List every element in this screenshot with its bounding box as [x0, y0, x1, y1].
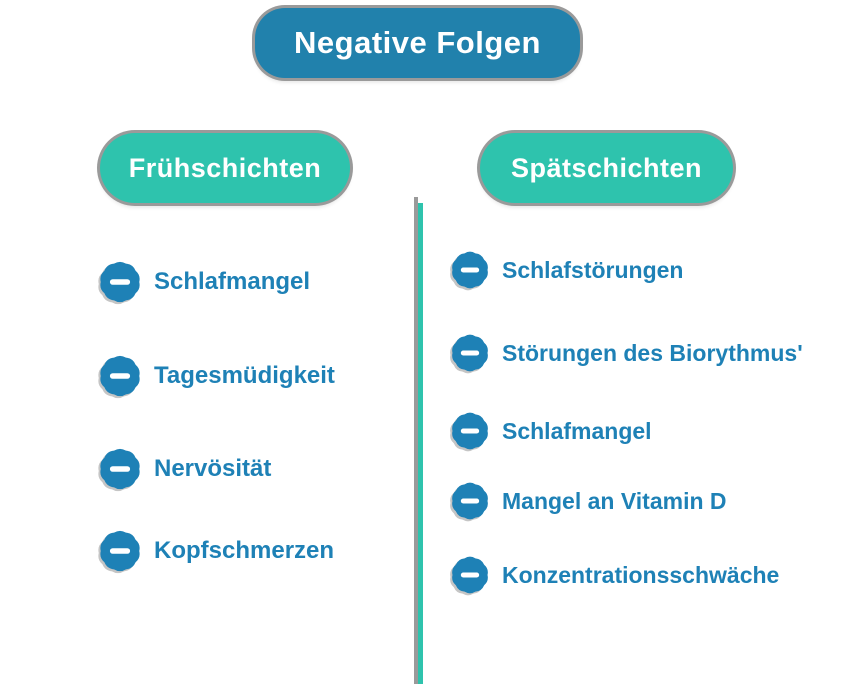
divider-shadow: [414, 197, 418, 684]
list-item-label: Störungen des Biorythmus': [502, 339, 803, 366]
list-item: Konzentrationsschwäche: [450, 555, 779, 595]
column-header-spaetschichten: Spätschichten: [480, 133, 733, 203]
list-item-label: Schlafmangel: [154, 268, 311, 295]
list-item: Nervösität: [98, 447, 271, 491]
minus-circle-icon: [98, 260, 142, 304]
minus-circle-icon: [98, 447, 142, 491]
list-item-label: Schlafmangel: [502, 417, 652, 444]
list-item-label: Nervösität: [154, 455, 272, 482]
minus-circle-icon: [450, 333, 490, 373]
list-item: Schlafstörungen: [450, 250, 683, 290]
page-title: Negative Folgen: [255, 8, 580, 78]
list-item: Tagesmüdigkeit: [98, 354, 335, 398]
list-item-label: Konzentrationsschwäche: [502, 561, 780, 588]
minus-circle-icon: [450, 250, 490, 290]
list-item: Kopfschmerzen: [98, 529, 334, 573]
minus-circle-icon: [450, 411, 490, 451]
minus-circle-icon: [450, 555, 490, 595]
list-item-label: Kopfschmerzen: [154, 537, 335, 564]
minus-circle-icon: [98, 354, 142, 398]
list-item: Schlafmangel: [450, 411, 652, 451]
list-item: Mangel an Vitamin D: [450, 481, 727, 521]
column-header-fruehschichten: Frühschichten: [100, 133, 350, 203]
list-item: Störungen des Biorythmus': [450, 333, 803, 373]
minus-circle-icon: [98, 529, 142, 573]
column-divider: [418, 203, 423, 684]
minus-circle-icon: [450, 481, 490, 521]
list-item: Schlafmangel: [98, 260, 310, 304]
list-item-label: Schlafstörungen: [502, 256, 684, 283]
list-item-label: Mangel an Vitamin D: [502, 487, 727, 514]
list-item-label: Tagesmüdigkeit: [154, 362, 335, 389]
